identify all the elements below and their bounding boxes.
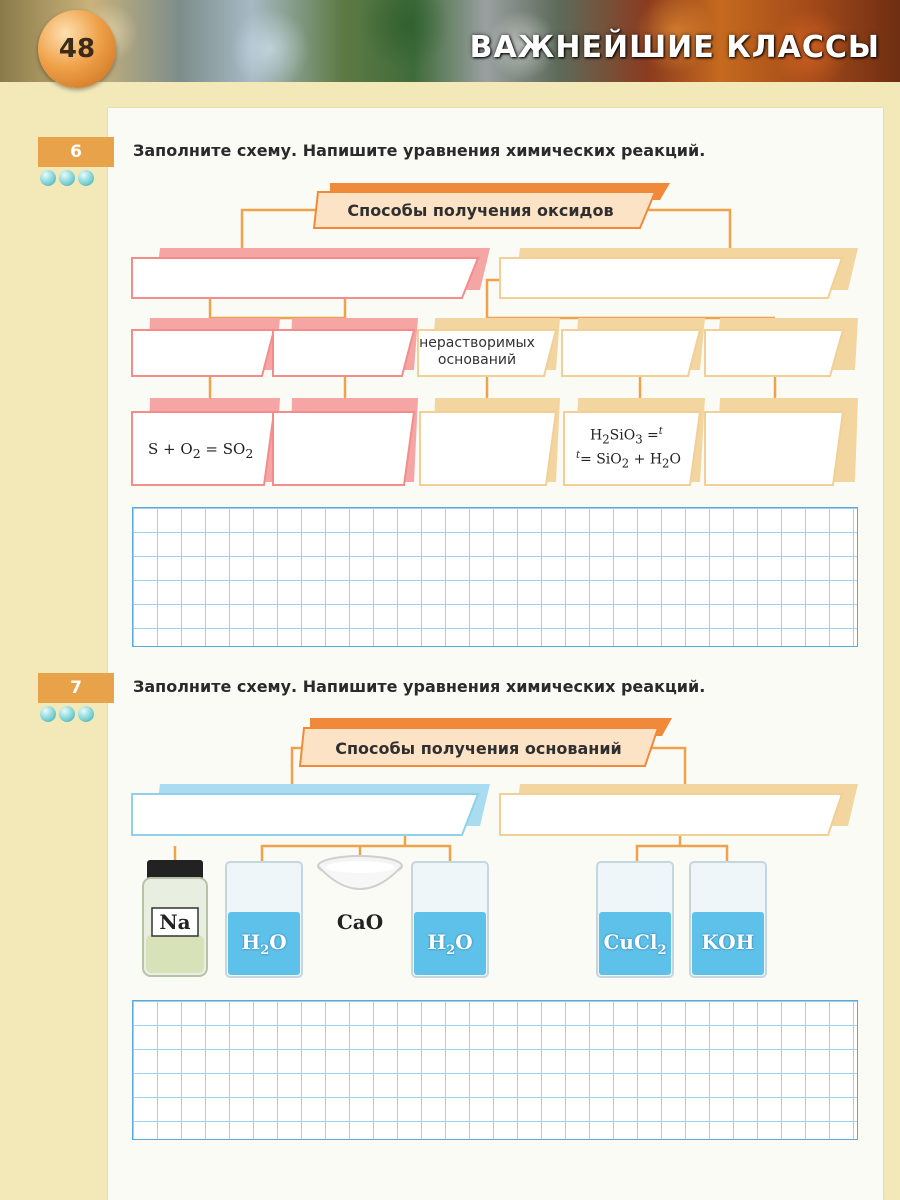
difficulty-dot-icon: [40, 706, 56, 722]
page-number-badge: 48: [38, 10, 116, 88]
answer-grid-6[interactable]: [132, 507, 858, 647]
section-title: ВАЖНЕЙШИЕ КЛАССЫ: [469, 30, 880, 65]
task-7-number: 7: [38, 673, 114, 703]
beaker-icon: [689, 861, 767, 978]
level2-fields: [131, 318, 858, 377]
beaker-icon: [225, 861, 303, 978]
blank-field-tan[interactable]: [499, 793, 844, 836]
task-7-instruction: Заполните схему. Напишите уравнения хими…: [133, 677, 706, 696]
reagent-cao: CaO: [336, 910, 384, 934]
reagent-cucl2: CuCl2: [603, 930, 667, 958]
title-box-7: [298, 727, 660, 767]
formula-silicic-acid-line2: t= SiO2 + H2O: [576, 450, 681, 471]
minerals-photo-strip: [0, 0, 900, 82]
sodium-jar-icon: [142, 860, 208, 977]
reagent-h2o-1: H2O: [241, 930, 287, 958]
page-number: 48: [58, 34, 96, 64]
formula-silicic-acid-line1: H2SiO3 =t: [590, 426, 663, 447]
beaker-icon: [596, 861, 674, 978]
title-box-6: [312, 191, 657, 229]
beaker-icon: [411, 861, 489, 978]
difficulty-dots-7: [40, 706, 94, 722]
difficulty-dot-icon: [78, 706, 94, 722]
evaporating-dish-icon: [317, 855, 403, 890]
blank-field-blue[interactable]: [131, 793, 480, 836]
task-6-instruction: Заполните схему. Напишите уравнения хими…: [133, 141, 706, 160]
difficulty-dot-icon: [78, 170, 94, 186]
difficulty-dot-icon: [59, 706, 75, 722]
answer-grid-7[interactable]: [132, 1000, 858, 1140]
formula-s-combustion: S + O2 = SO2: [148, 440, 254, 461]
diagram-title-6: Способы получения оксидов: [347, 200, 614, 220]
task-6-number: 6: [38, 137, 114, 167]
reagent-koh: KOH: [701, 930, 755, 954]
insoluble-bases-label: нерастворимых оснований: [419, 335, 535, 368]
reagent-h2o-2: H2O: [427, 930, 473, 958]
difficulty-dot-icon: [40, 170, 56, 186]
reagent-na: Na: [159, 910, 191, 934]
header-banner: ВАЖНЕЙШИЕ КЛАССЫ: [0, 0, 900, 82]
difficulty-dot-icon: [59, 170, 75, 186]
diagram-title-7: Способы получения оснований: [335, 738, 622, 758]
blank-field-tan[interactable]: [499, 257, 844, 299]
level3-fields: [131, 398, 858, 486]
difficulty-dots-6: [40, 170, 94, 186]
blank-field-pink[interactable]: [131, 257, 480, 299]
